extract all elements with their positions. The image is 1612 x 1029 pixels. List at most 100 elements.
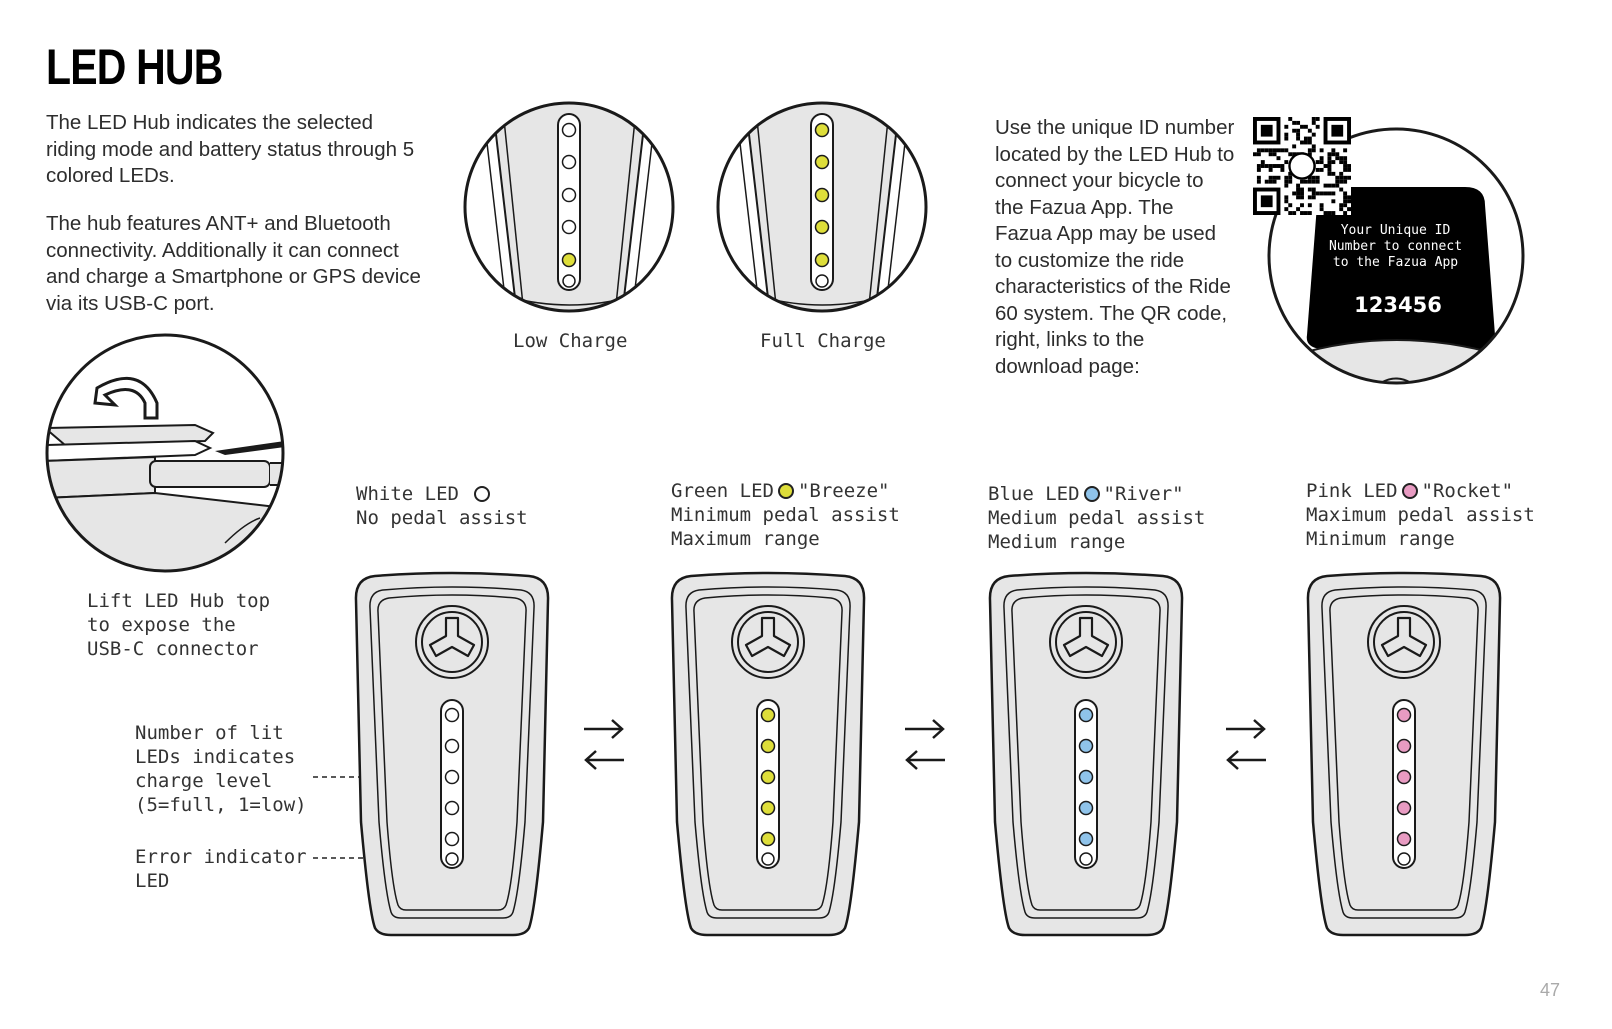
mode-led <box>444 738 460 754</box>
qr-module <box>1300 211 1304 215</box>
id-label: Your Unique ID Number to connect to the … <box>1318 223 1473 271</box>
qr-module <box>1327 160 1332 165</box>
qr-module <box>1260 160 1265 165</box>
qr-module <box>1343 164 1348 168</box>
qr-module <box>1288 203 1293 208</box>
qr-module <box>1311 148 1316 153</box>
qr-module <box>1315 179 1320 184</box>
full-charge-illustration <box>716 101 928 313</box>
qr-module <box>1331 148 1336 153</box>
qr-module <box>1311 191 1316 196</box>
qr-module <box>1260 148 1265 153</box>
qr-module <box>1303 211 1308 215</box>
error-callout-line-1: Error indicator <box>135 846 307 868</box>
charge-level-callout: Number of lit LEDs indicates charge leve… <box>135 721 307 817</box>
qr-finder-inner <box>1331 124 1344 137</box>
error-led <box>761 852 775 866</box>
qr-module <box>1347 199 1351 204</box>
mode-led <box>1078 707 1094 723</box>
qr-module <box>1272 148 1277 153</box>
mode-green-line-2: Minimum pedal assist <box>671 504 900 526</box>
qr-module <box>1347 175 1351 180</box>
qr-module <box>1300 187 1304 192</box>
id-number: 123456 <box>1354 293 1442 317</box>
low-charge-led <box>561 252 577 268</box>
qr-module <box>1288 117 1293 121</box>
qr-module <box>1296 187 1301 192</box>
mode-toggle-arrows-3 <box>1226 719 1266 770</box>
qr-module <box>1300 195 1304 200</box>
qr-module <box>1311 132 1316 137</box>
usb-caption-line-1: Lift LED Hub top <box>87 590 271 612</box>
qr-module <box>1268 152 1273 157</box>
mode-pink-line-2: Maximum pedal assist <box>1306 504 1535 526</box>
mode-blue-line-3: Medium range <box>988 531 1126 553</box>
qr-module <box>1343 191 1348 196</box>
qr-module <box>1303 136 1308 141</box>
full-charge-led <box>814 187 830 203</box>
mode-white-label: White LED No pedal assist <box>356 482 528 530</box>
qr-module <box>1339 171 1344 176</box>
qr-finder-inner <box>1260 195 1273 208</box>
hub-logo-ring-inner <box>737 611 799 673</box>
mode-white-line-2: No pedal assist <box>356 507 528 529</box>
mode-led <box>760 707 776 723</box>
qr-module <box>1315 175 1320 180</box>
qr-module <box>1296 195 1301 200</box>
qr-module <box>1256 164 1261 168</box>
qr-module <box>1327 211 1332 215</box>
qr-module <box>1343 156 1348 161</box>
qr-module <box>1292 191 1297 196</box>
qr-module <box>1327 156 1332 161</box>
qr-module <box>1319 207 1324 212</box>
usb-caption: Lift LED Hub top to expose the USB-C con… <box>87 589 270 661</box>
qr-module <box>1303 179 1308 184</box>
qr-module <box>1307 179 1312 184</box>
qr-module <box>1319 160 1324 165</box>
id-label-line-2: Number to connect <box>1328 239 1463 254</box>
low-charge-led <box>561 122 577 138</box>
qr-module <box>1272 179 1277 184</box>
page-number: 47 <box>1539 980 1560 1000</box>
intro-paragraph-2: The hub features ANT+ and Bluetooth conn… <box>46 212 421 315</box>
hub-bezel <box>1003 586 1169 919</box>
qr-module <box>1307 140 1312 145</box>
qr-module <box>1288 211 1293 215</box>
qr-module <box>1315 117 1320 121</box>
mode-led <box>1078 831 1094 847</box>
fazua-logo-icon <box>1380 616 1428 658</box>
qr-module <box>1343 179 1348 184</box>
green-led-swatch <box>777 483 794 499</box>
full-charge-label: Full Charge <box>760 330 886 352</box>
mode-led <box>444 707 460 723</box>
qr-module <box>1327 183 1332 188</box>
mode-green-line-3: Maximum range <box>671 528 820 550</box>
mode-led <box>1396 800 1412 816</box>
qr-module <box>1319 167 1324 172</box>
hub-bezel <box>685 586 851 919</box>
hub-logo-ring <box>1367 605 1441 679</box>
qr-module <box>1327 167 1332 172</box>
full-charge-led <box>814 252 830 268</box>
qr-module <box>1331 199 1336 204</box>
pink-led-swatch <box>1401 483 1418 499</box>
qr-module <box>1335 152 1340 157</box>
mode-led <box>760 738 776 754</box>
mode-led <box>760 769 776 785</box>
mode-pink-label: Pink LED"Rocket" Maximum pedal assist Mi… <box>1306 479 1535 551</box>
qr-module <box>1284 199 1289 204</box>
hub-bezel <box>1321 586 1487 919</box>
qr-module <box>1284 195 1289 200</box>
qr-code[interactable] <box>1253 117 1351 215</box>
hub-logo-ring <box>415 605 489 679</box>
fazua-logo-icon <box>1062 616 1110 658</box>
qr-module <box>1315 124 1320 129</box>
qr-module <box>1331 152 1336 157</box>
qr-module <box>1347 195 1351 200</box>
low-charge-led <box>561 154 577 170</box>
qr-module <box>1343 211 1348 215</box>
qr-module <box>1268 164 1273 168</box>
qr-module <box>1284 148 1289 153</box>
full-charge-led <box>814 219 830 235</box>
qr-module <box>1327 171 1332 176</box>
